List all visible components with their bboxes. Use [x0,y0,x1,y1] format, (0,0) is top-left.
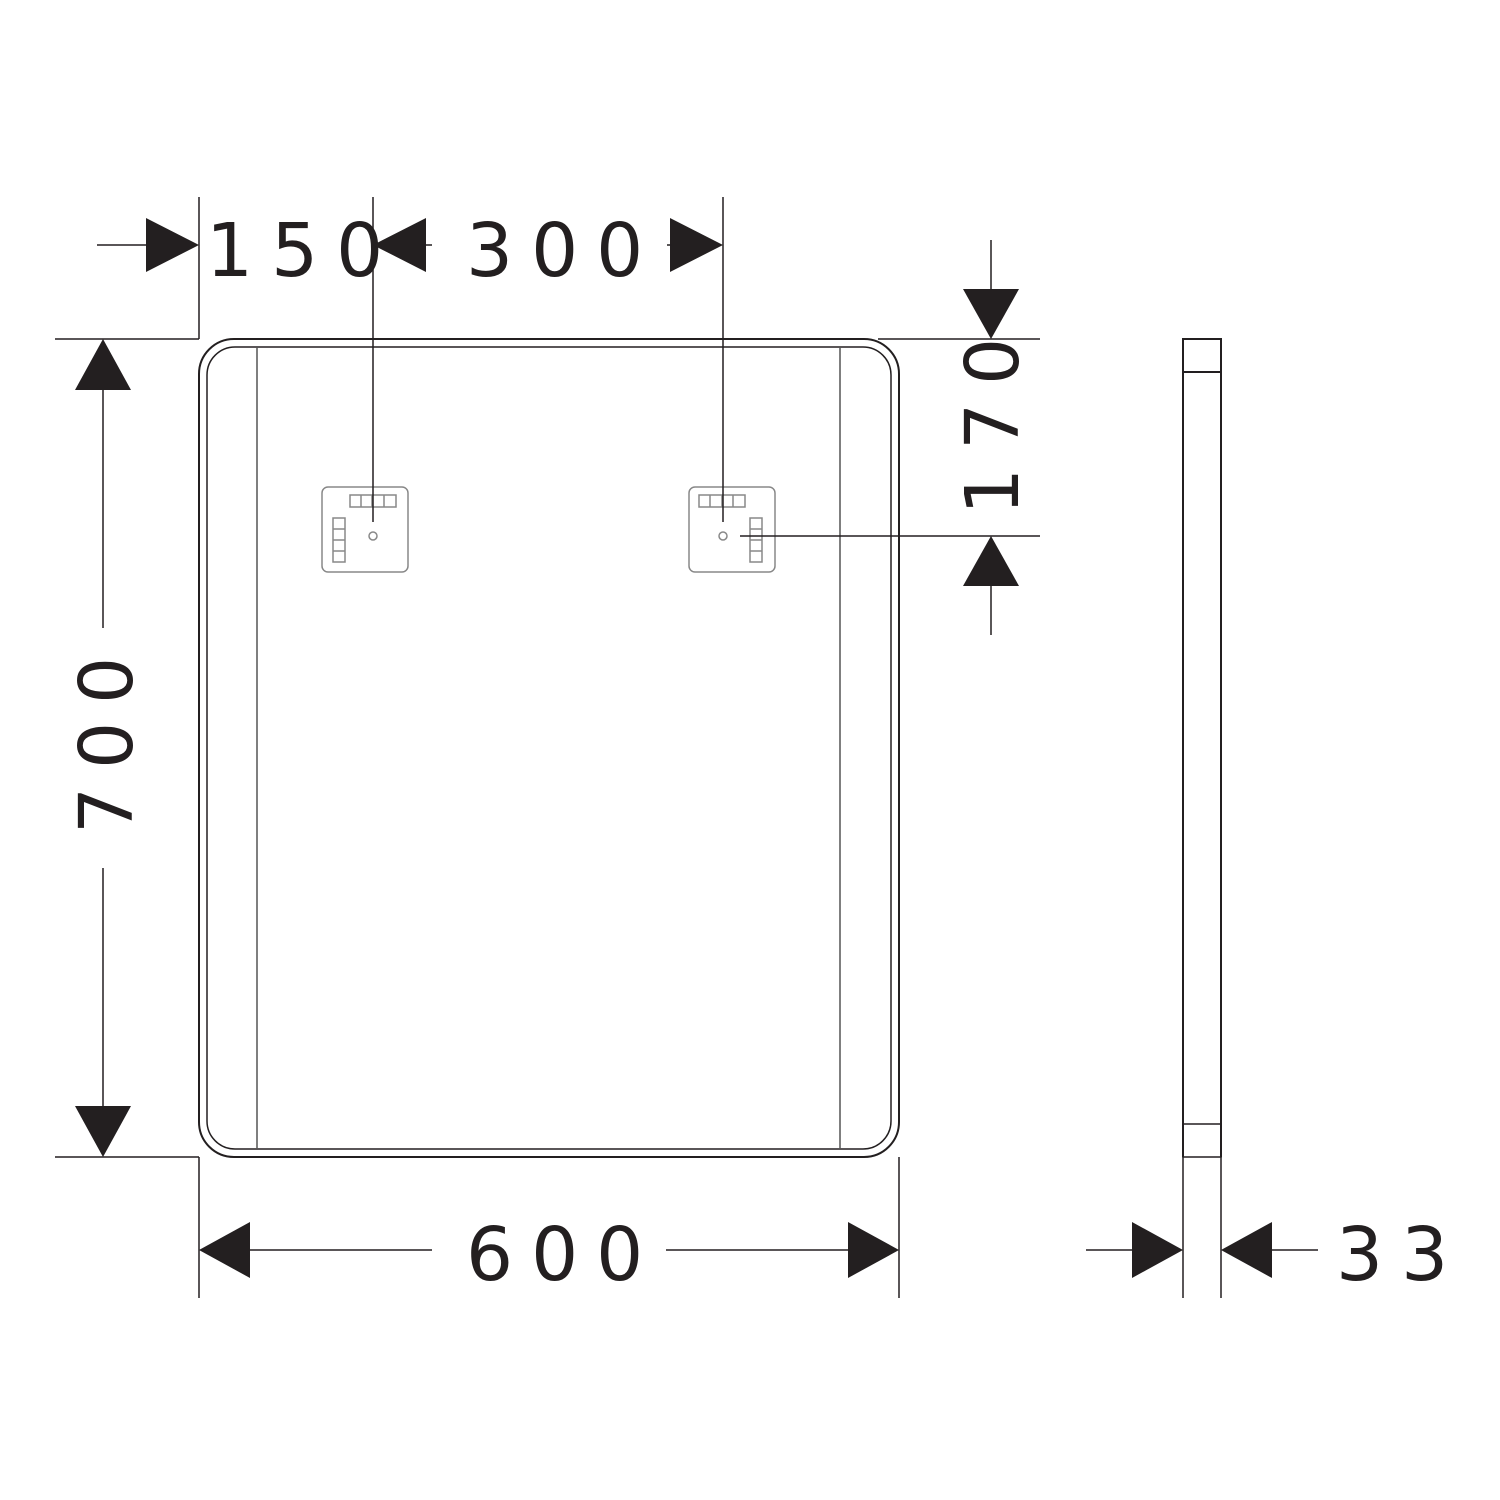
arrowhead [75,339,131,390]
mirror-outer-frame [198,338,900,1158]
arrowhead [146,218,199,272]
dimension-width-text: 600 [466,1212,661,1298]
mounting-bracket-left [321,486,409,573]
dimension-height: 700 [55,338,199,1158]
arrowhead [848,1222,899,1278]
arrowhead [373,218,426,272]
dimension-width: 600 [198,1157,900,1298]
dimension-offset-left: 150 [97,197,401,522]
dimension-bracket-height-text: 170 [950,320,1036,515]
arrowhead [1132,1222,1183,1278]
dimension-bracket-spacing-text: 300 [466,208,661,294]
dimension-bracket-height: 170 [740,240,1040,635]
arrowhead [75,1106,131,1157]
arrowhead [963,536,1019,586]
dimension-offset-left-text: 150 [206,208,401,294]
mirror-inner-frame [206,346,892,1150]
dimension-bracket-spacing: 300 [373,197,724,522]
arrowhead [1221,1222,1272,1278]
mirror-side-view [1182,338,1222,1158]
mounting-bracket-right [688,486,776,573]
arrowhead [199,1222,250,1278]
arrowhead [963,289,1019,339]
mirror-front-view [198,338,900,1158]
dimension-depth: 33 [1086,1157,1466,1298]
arrowhead [670,218,723,272]
dimension-depth-text: 33 [1336,1212,1466,1298]
dimension-height-text: 700 [64,639,150,834]
